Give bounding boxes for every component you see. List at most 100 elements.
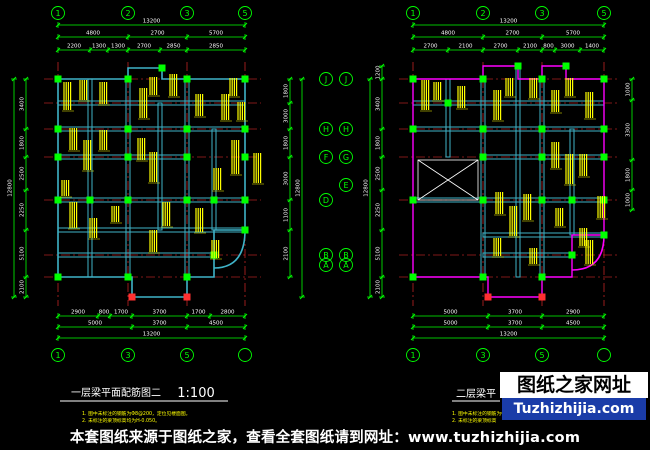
title-plan-left: 一层梁平面配筋图二 [71, 386, 161, 399]
dim-left-slash [379, 63, 385, 69]
dim-top-row2-label: 2700 [494, 44, 508, 50]
column-red [183, 293, 191, 301]
dim-left-label: 1800 [20, 136, 26, 150]
dim-right-label: 3000 [284, 109, 290, 123]
column [409, 125, 417, 133]
dim-left-slash [23, 227, 29, 233]
dim-top-row2-label: 2850 [209, 44, 223, 50]
dim-right-slash [287, 274, 293, 280]
axis-bubble-top-circle [180, 6, 194, 20]
axis-bubble-bottom-text: 1 [55, 351, 60, 360]
dim-top-row2-label: 2100 [459, 44, 473, 50]
dim-top-row2-label: 2100 [523, 44, 537, 50]
dim-right-label: 3000 [284, 171, 290, 185]
dim-top-row2-slash [55, 47, 61, 53]
beam-vertical [157, 102, 163, 231]
axis-bubble-bottom-circle [597, 348, 611, 362]
dim-top-row2-label: 800 [543, 44, 554, 50]
column [183, 125, 191, 133]
axis-bubble-bottom-circle [406, 348, 420, 362]
watermark-en: Tuzhizhijia.com [502, 398, 646, 420]
dim-bottom-row1-slash [95, 313, 101, 319]
dim-top-row2-slash [242, 47, 248, 53]
column [409, 196, 417, 204]
dim-bottom-row2-label: 5000 [444, 321, 458, 327]
axis-bubble-top-text: 3 [184, 9, 189, 18]
dim-bottom-row1-label: 2900 [71, 310, 85, 316]
dim-bottom-row2-label: 3700 [508, 321, 522, 327]
dim-right-label: 1800 [284, 136, 290, 150]
dim-left-total-label: 12800 [364, 179, 370, 197]
dim-bottom-total-slash [242, 335, 248, 341]
dim-left-label: 2250 [20, 203, 26, 217]
dim-left-slash [379, 76, 385, 82]
axis-bubble-side-text: A [343, 261, 349, 270]
dim-bottom-row1-label: 2800 [221, 310, 235, 316]
dim-bottom-row1-label: 5000 [444, 310, 458, 316]
column-red [538, 293, 546, 301]
dim-bottom-total-slash [410, 335, 416, 341]
watermark-badge: 图纸之家网址 Tuzhizhijia.com [500, 372, 648, 424]
column [86, 196, 94, 204]
axis-bubble-top-text: 2 [480, 9, 485, 18]
axis-bubble-bottom-text: 3 [125, 351, 130, 360]
dim-right-slash [287, 126, 293, 132]
dim-left-label: 5100 [20, 246, 26, 260]
dim-top-row2-label: 2850 [167, 44, 181, 50]
dim-top-row2-label: 1400 [585, 44, 599, 50]
dim-left-total-slash [367, 76, 373, 82]
note-right-1: 1. 图中未标注的钢筋为Φ8@200 [452, 410, 522, 417]
dim-top-row2-slash [105, 47, 111, 53]
dim-left-slash [23, 154, 29, 160]
column [409, 273, 417, 281]
column [538, 153, 546, 161]
dim-bottom-row2-slash [242, 324, 248, 330]
dim-right-slash [287, 197, 293, 203]
column [444, 99, 452, 107]
axis-bubble-top-text: 2 [125, 9, 130, 18]
axis-bubble-top-text: 5 [601, 9, 606, 18]
axis-bubble-top-text: 1 [55, 9, 60, 18]
dim-top-row1-label: 2700 [506, 31, 520, 37]
axis-bubble-side-circle [319, 248, 333, 262]
dim-right-total-slash [299, 294, 305, 300]
column [538, 125, 546, 133]
column [538, 196, 546, 204]
axis-bubble-top-circle [238, 6, 252, 20]
axis-bubble-top-text: 5 [242, 9, 247, 18]
dim-right-slash [287, 227, 293, 233]
column [183, 153, 191, 161]
dim-bottom-row2-label: 4500 [566, 321, 580, 327]
column [124, 196, 132, 204]
dim-bottom-row2-slash [55, 324, 61, 330]
dim-top-total-slash [55, 22, 61, 28]
title-scale-left: 1:100 [177, 386, 214, 401]
dim-bottom-row1-slash [107, 313, 113, 319]
dim-top-total-slash [242, 22, 248, 28]
axis-bubble-bottom-text: 1 [410, 351, 415, 360]
building-outline [57, 67, 246, 298]
axis-bubble-bottom-text: 3 [480, 351, 485, 360]
dim-top-row1-label: 5700 [566, 31, 580, 37]
rebar-labels [60, 74, 608, 266]
dim-left-slash [379, 227, 385, 233]
column [479, 196, 487, 204]
dim-bottom-row2-label: 3700 [153, 321, 167, 327]
dim-top-row2-label: 2200 [67, 44, 81, 50]
dim-right-slash [287, 76, 293, 82]
watermark-cn: 图纸之家网址 [500, 372, 648, 398]
axis-bubble-side-text: H [343, 125, 349, 134]
dim-bottom-row1-label: 1700 [192, 310, 206, 316]
axis-bubble-bottom-circle [51, 348, 65, 362]
dim-top-total-label: 13200 [143, 19, 161, 25]
column [479, 273, 487, 281]
dim-right-slash [629, 187, 635, 193]
axis-bubble-side-circle [319, 122, 333, 136]
axis-bubble-side-circle [339, 122, 353, 136]
beam-vertical [445, 78, 451, 158]
axis-bubble-bottom-text: 5 [539, 351, 544, 360]
dim-bottom-row1-slash [410, 313, 416, 319]
dim-left-label: 3400 [20, 97, 26, 111]
dim-bottom-row2-slash [485, 324, 491, 330]
